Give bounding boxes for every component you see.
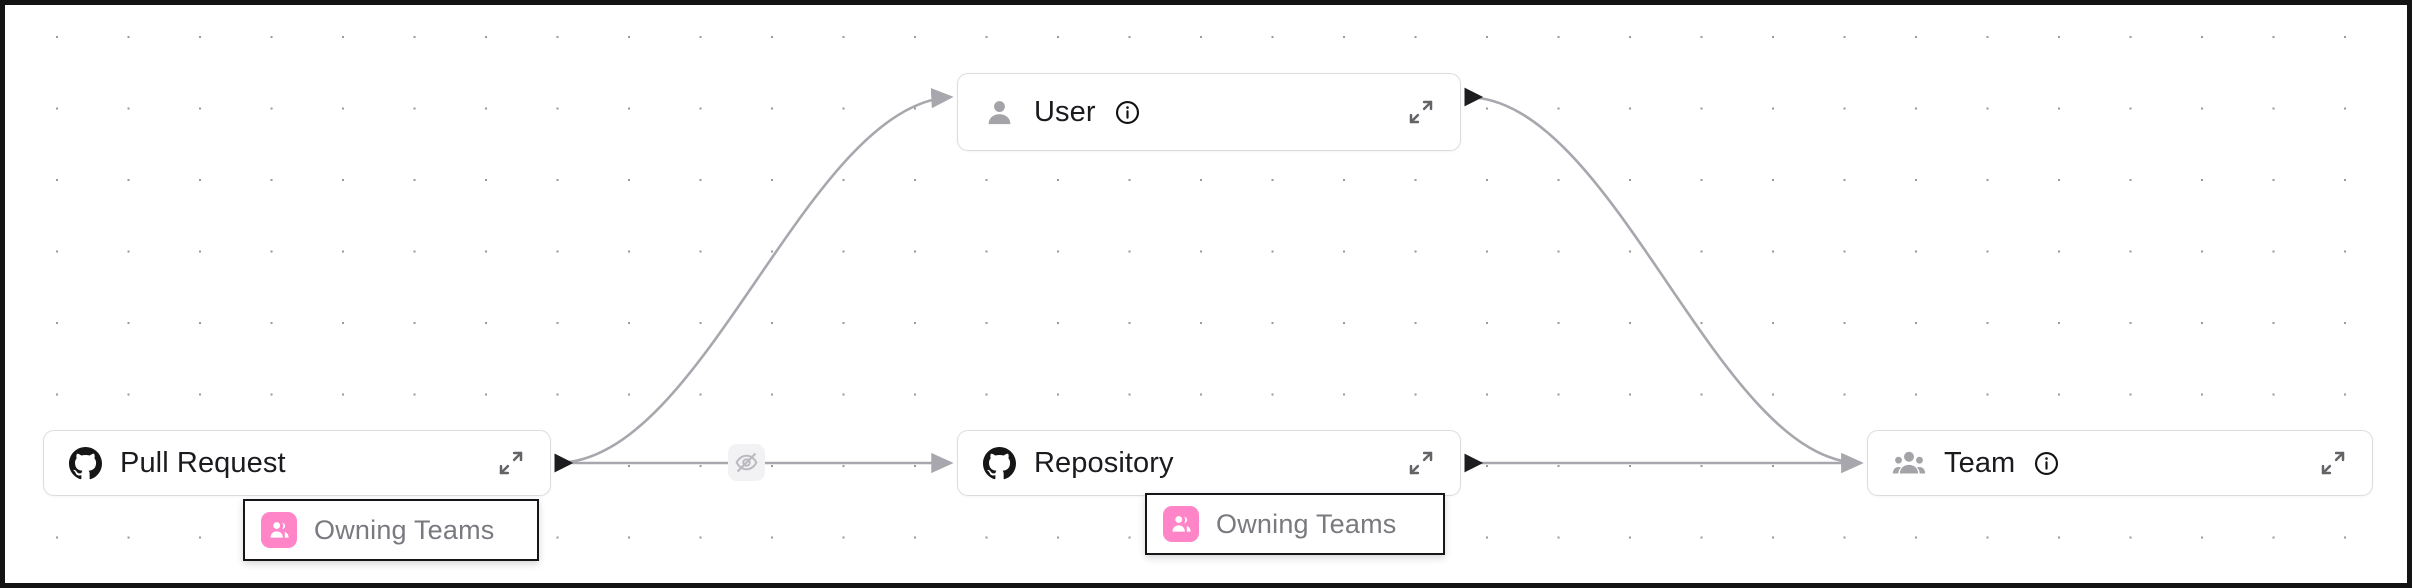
node-repository[interactable]: Repository [957, 430, 1461, 496]
owning-teams-badge[interactable]: Owning Teams [243, 499, 539, 561]
expand-diagonal-icon[interactable] [2316, 446, 2350, 480]
expand-diagonal-icon[interactable] [494, 446, 528, 480]
node-label: Repository [1034, 446, 1174, 479]
info-circle-icon[interactable] [1114, 99, 1141, 126]
edge-pull-request-to-user [554, 88, 954, 473]
node-label: User [1034, 95, 1096, 128]
github-icon [68, 446, 102, 480]
owning-teams-label: Owning Teams [314, 514, 495, 545]
people-group-icon [1163, 506, 1199, 542]
owning-teams-label: Owning Teams [1216, 508, 1397, 539]
person-icon [982, 95, 1016, 129]
node-user[interactable]: User [957, 73, 1461, 151]
owning-teams-badge[interactable]: Owning Teams [1145, 493, 1445, 555]
edge-user-to-team [1464, 87, 1864, 474]
people-group-icon [1892, 446, 1926, 480]
node-pull-request[interactable]: Pull Request [43, 430, 551, 496]
eye-off-icon-badge[interactable] [728, 444, 765, 481]
node-team[interactable]: Team [1867, 430, 2373, 496]
expand-diagonal-icon[interactable] [1404, 95, 1438, 129]
people-group-icon [261, 512, 297, 548]
node-label: Team [1944, 446, 2016, 479]
expand-diagonal-icon[interactable] [1404, 446, 1438, 480]
github-icon [982, 446, 1016, 480]
info-circle-icon[interactable] [2033, 450, 2060, 477]
node-label: Pull Request [120, 446, 286, 479]
eye-off-icon [735, 452, 758, 473]
